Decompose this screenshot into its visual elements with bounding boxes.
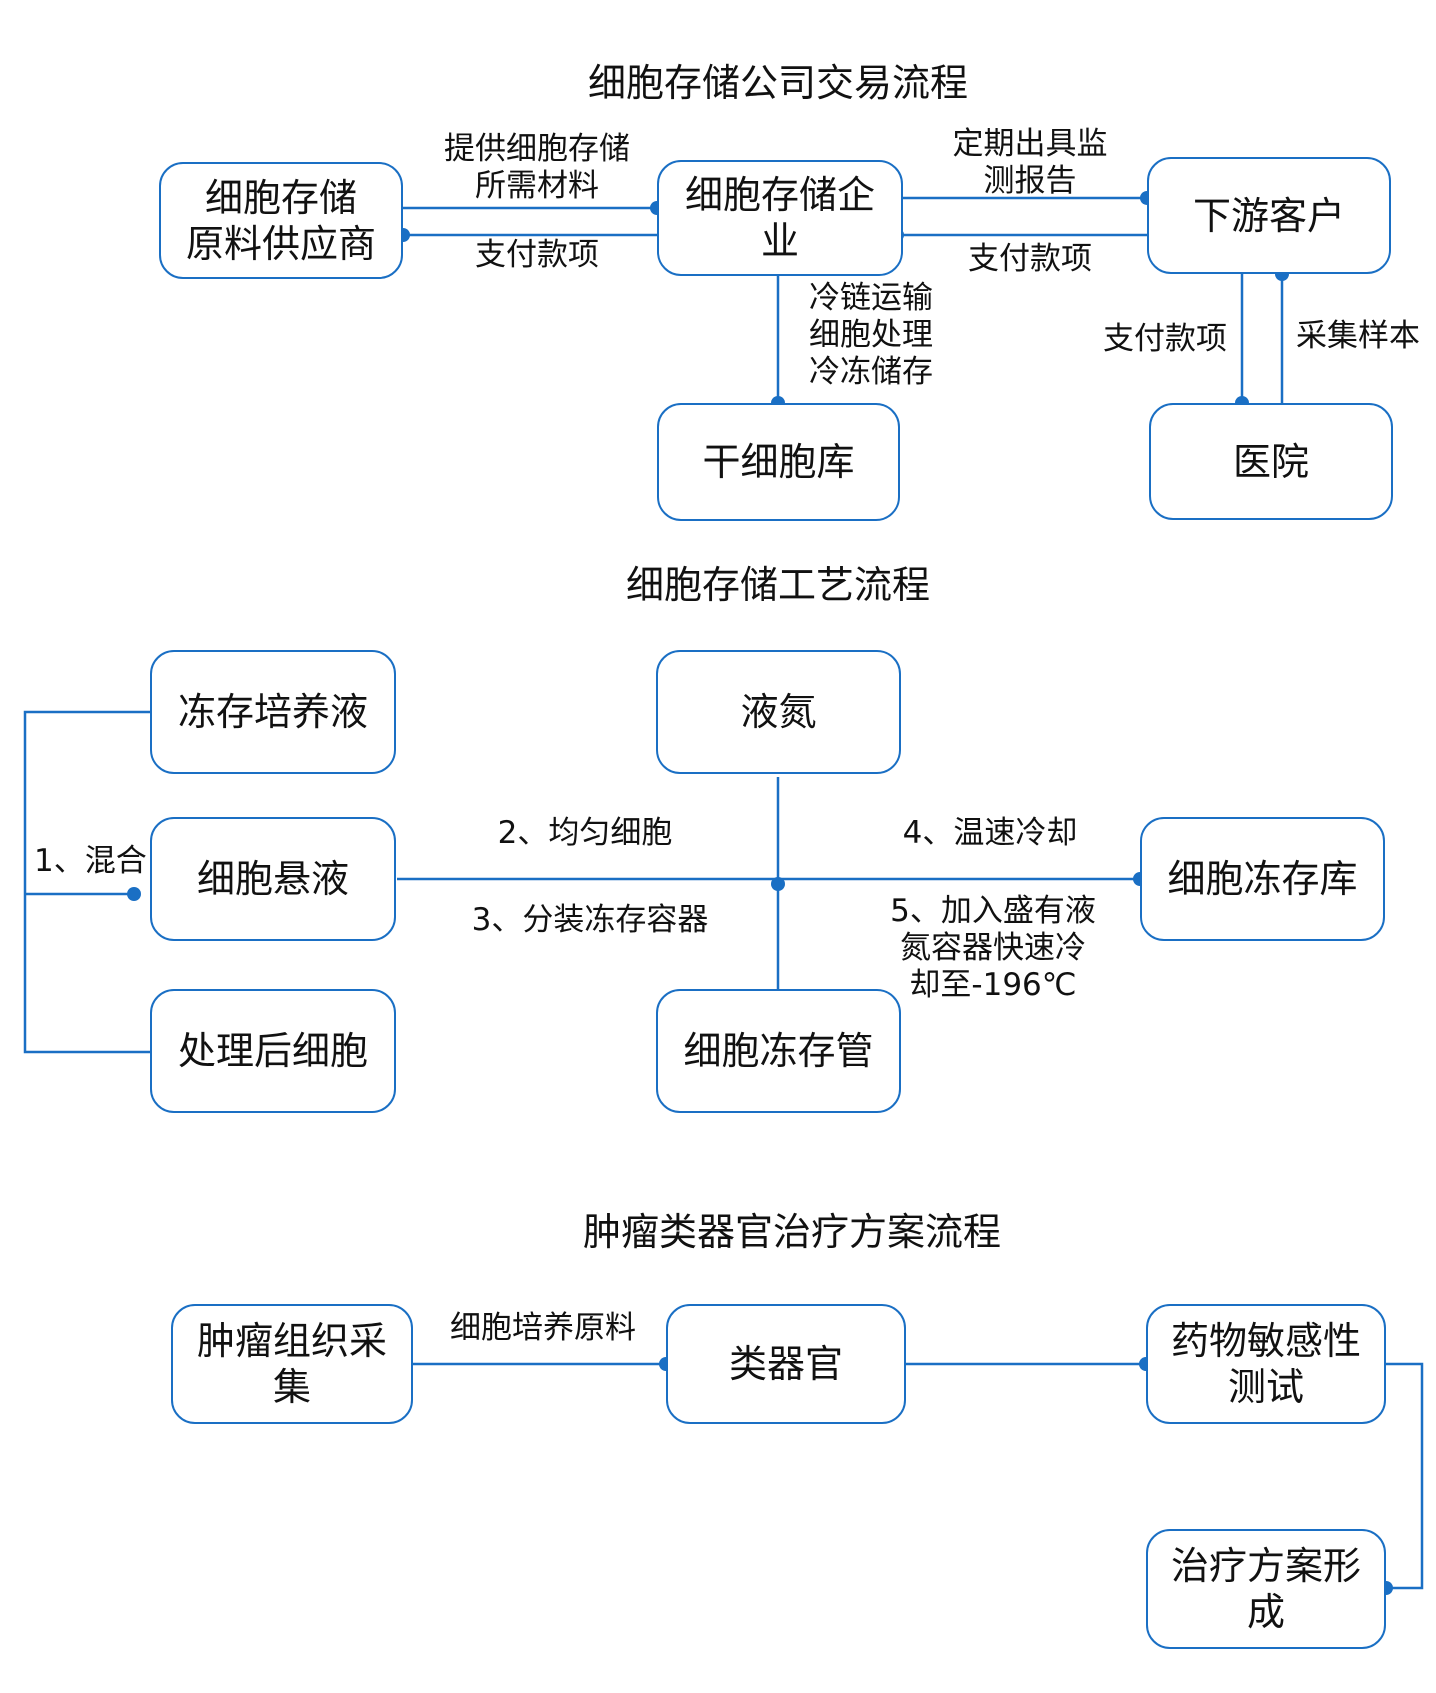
edge-label-step4: 4、温速冷却 xyxy=(902,815,1078,851)
node-organoid-label: 类器官 xyxy=(728,1342,843,1386)
node-suspension-label: 细胞悬液 xyxy=(196,857,349,901)
node-liquid-nitrogen-label: 液氮 xyxy=(740,690,817,734)
node-stemcell-bank: 干细胞库 xyxy=(657,403,900,521)
node-freezer-label: 细胞冻存库 xyxy=(1167,857,1358,901)
node-organoid: 类器官 xyxy=(666,1304,906,1424)
edge-label-step2: 2、均匀细胞 xyxy=(497,815,673,851)
edge-mix-bracket xyxy=(23,710,150,1054)
node-processed: 处理后细胞 xyxy=(150,989,396,1113)
node-tube: 细胞冻存管 xyxy=(656,989,901,1113)
node-suspension: 细胞悬液 xyxy=(150,817,396,941)
edge-label-culture: 细胞培养原料 xyxy=(450,1310,636,1346)
edge-label-pay-enterprise: 支付款项 xyxy=(968,241,1092,277)
diagram1-title: 细胞存储公司交易流程 xyxy=(587,61,969,105)
node-plan-label: 治疗方案形 成 xyxy=(1170,1544,1361,1634)
node-medium-label: 冻存培养液 xyxy=(177,690,368,734)
node-stemcell-bank-label: 干细胞库 xyxy=(702,440,855,484)
diagram3-title: 肿瘤类器官治疗方案流程 xyxy=(582,1210,1002,1254)
edge-label-sampling: 采集样本 xyxy=(1296,318,1420,354)
edge-label-step1: 1、混合 xyxy=(34,843,147,879)
edge-label-storage-ops: 冷链运输 细胞处理 冷冻储存 xyxy=(809,280,933,390)
node-downstream: 下游客户 xyxy=(1147,157,1391,274)
edge-label-pay-hospital: 支付款项 xyxy=(1103,321,1227,357)
node-freezer: 细胞冻存库 xyxy=(1140,817,1385,941)
edge-to-plan xyxy=(1386,1362,1424,1590)
node-enterprise: 细胞存储企 业 xyxy=(657,160,903,276)
node-tube-label: 细胞冻存管 xyxy=(683,1029,874,1073)
edge-label-report: 定期出具监 测报告 xyxy=(952,126,1108,199)
node-plan: 治疗方案形 成 xyxy=(1146,1529,1386,1649)
node-drug-test: 药物敏感性 测试 xyxy=(1146,1304,1386,1424)
node-tissue-label: 肿瘤组织采 集 xyxy=(196,1319,387,1409)
node-drug-test-label: 药物敏感性 测试 xyxy=(1170,1319,1361,1409)
edge-label-step3: 3、分装冻存容器 xyxy=(471,902,709,938)
node-enterprise-label: 细胞存储企 业 xyxy=(684,173,875,263)
arrow-dot xyxy=(127,887,141,901)
node-processed-label: 处理后细胞 xyxy=(177,1029,368,1073)
diagram2-title: 细胞存储工艺流程 xyxy=(625,563,931,607)
node-supplier: 细胞存储 原料供应商 xyxy=(159,162,403,279)
node-supplier-label: 细胞存储 原料供应商 xyxy=(185,175,376,266)
node-downstream-label: 下游客户 xyxy=(1192,193,1345,238)
edge-label-step5: 5、加入盛有液 氮容器快速冷 却至-196℃ xyxy=(890,893,1096,1003)
node-liquid-nitrogen: 液氮 xyxy=(656,650,901,774)
edge-label-pay-supplier: 支付款项 xyxy=(475,237,599,273)
node-tissue: 肿瘤组织采 集 xyxy=(171,1304,413,1424)
arrow-dot xyxy=(771,877,785,891)
node-medium: 冻存培养液 xyxy=(150,650,396,774)
node-hospital-label: 医院 xyxy=(1232,439,1309,484)
edge-label-materials: 提供细胞存储 所需材料 xyxy=(444,131,630,204)
node-hospital: 医院 xyxy=(1149,403,1393,520)
